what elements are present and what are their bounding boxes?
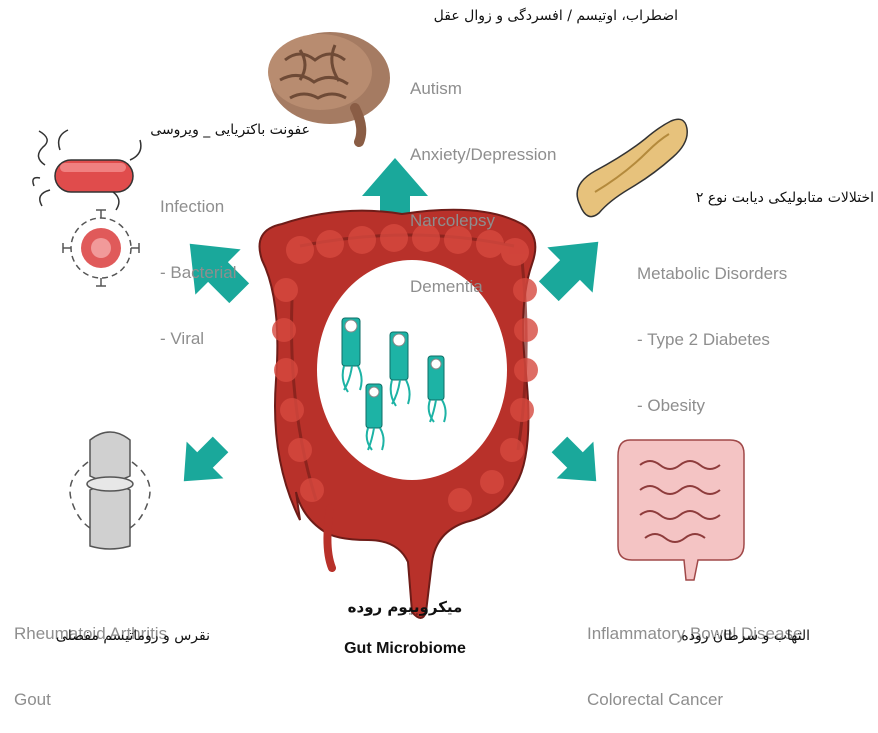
arrow-down-right-icon: [541, 426, 615, 500]
knee-joint-icon: [70, 432, 150, 549]
metabolic-line-1: Metabolic Disorders: [637, 263, 787, 285]
bowel-persian-label: التهاب و سرطان روده: [610, 628, 810, 644]
metabolic-conditions: Metabolic Disorders - Type 2 Diabetes - …: [637, 219, 787, 439]
infection-line-2: - Bacterial: [160, 262, 237, 284]
arrow-down-left-icon: [165, 426, 239, 500]
intestine-icon: [618, 440, 744, 580]
center-persian-title: میکروبیوم روده: [320, 598, 490, 616]
brain-condition-3: Narcolepsy: [410, 210, 556, 232]
bowel-conditions: Inflammatory Bowel Disease Colorectal Ca…: [587, 579, 802, 733]
metabolic-line-2: - Type 2 Diabetes: [637, 329, 787, 351]
infection-conditions: Infection - Bacterial - Viral: [160, 152, 237, 372]
brain-condition-1: Autism: [410, 78, 556, 100]
metabolic-line-3: - Obesity: [637, 395, 787, 417]
infection-persian-label: عفونت باکتریایی _ ویروسی: [110, 122, 310, 138]
bacterium-icon: [33, 130, 141, 210]
joint-conditions: Rheumatoid Arthritis Gout: [14, 579, 167, 733]
bowel-line-2: Colorectal Cancer: [587, 689, 802, 711]
center-english-title: Gut Microbiome: [320, 640, 490, 658]
brain-condition-2: Anxiety/Depression: [410, 144, 556, 166]
joint-line-2: Gout: [14, 689, 167, 711]
joint-persian-label: نقرس و روماتیسم مفصلی: [20, 628, 210, 644]
brain-persian-label: اضطراب، اوتیسم / افسردگی و زوال عقل: [410, 8, 678, 24]
infection-line-3: - Viral: [160, 328, 237, 350]
virus-icon: [63, 210, 139, 286]
metabolic-persian-label: اختلالات متابولیکی دیابت نوع ۲: [640, 190, 874, 206]
brain-conditions: Autism Anxiety/Depression Narcolepsy Dem…: [410, 34, 556, 320]
infection-line-1: Infection: [160, 196, 237, 218]
brain-condition-4: Dementia: [410, 276, 556, 298]
